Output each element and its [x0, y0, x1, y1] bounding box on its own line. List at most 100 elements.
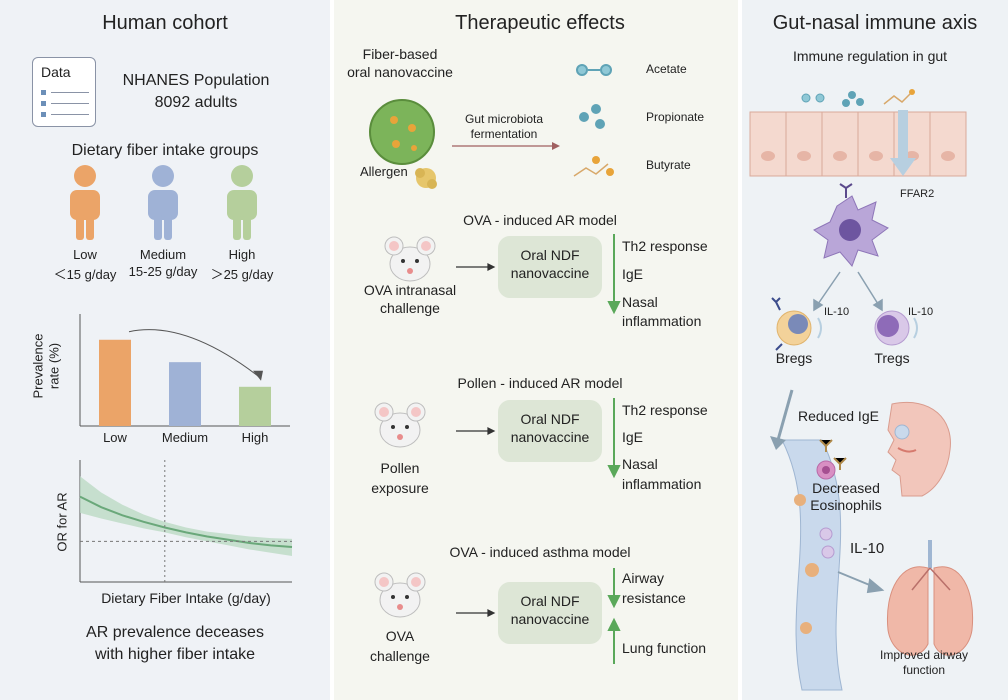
il10-big-label: IL-10	[850, 540, 885, 557]
groups-title: Dietary fiber intake groups	[71, 142, 259, 159]
metabolite-acetate: Acetate	[646, 62, 687, 76]
box-line2: nanovaccine	[510, 610, 590, 627]
nasal-cavity-icon	[887, 402, 951, 497]
model-title: Pollen - induced AR model	[457, 375, 623, 391]
panel-title: Human cohort	[102, 12, 228, 34]
ige-icon	[819, 439, 847, 470]
propionate-molecule-icon	[579, 104, 605, 129]
mouse-label-line2: challenge	[380, 300, 440, 316]
allergen-icon	[415, 168, 437, 189]
box-line2: nanovaccine	[510, 264, 590, 281]
lungs-icon	[886, 540, 974, 656]
eosinophil-icon	[816, 460, 836, 480]
effect-resistance: resistance	[622, 590, 686, 606]
bar-high	[239, 386, 271, 426]
or-curve	[79, 495, 293, 549]
conclusion-line1: AR prevalence deceases	[86, 624, 264, 641]
acetate-molecule-icon	[576, 64, 612, 76]
effect-ige: IgE	[622, 266, 644, 282]
person-icon-medium	[148, 165, 178, 240]
human-cohort-panel: Human cohort Data NHANES Population 8092…	[0, 0, 330, 700]
box-line1: Oral NDF	[520, 593, 580, 609]
panel-subtitle: Immune regulation in gut	[792, 48, 948, 64]
il10-arrow-icon	[837, 571, 885, 594]
nanovaccine-box: Oral NDF nanovaccine	[498, 236, 602, 298]
fermentation-illustration	[369, 64, 614, 189]
vaccine-label-line2: oral nanovaccine	[347, 64, 453, 80]
group-range-medium: 15-25 g/day	[128, 264, 198, 279]
curved-arrow-icon	[770, 389, 794, 450]
nanovaccine-box: Oral NDF nanovaccine	[498, 582, 602, 644]
downward-arrow-icon	[890, 110, 916, 176]
bar-medium	[169, 362, 201, 426]
group-name-high: High	[228, 247, 256, 262]
fermentation-label-line1: Gut microbiota	[464, 112, 544, 126]
increase-arrow-icon	[607, 617, 621, 664]
improved-label-line1: Improved airway	[879, 648, 969, 662]
reduced-ige-label: Reduced IgE	[798, 408, 879, 424]
vaccine-label-line1: Fiber-based	[362, 46, 438, 62]
gut-nasal-axis-panel: Gut-nasal immune axis Immune regulation …	[742, 0, 1008, 700]
group-range-low: ＜15 g/day	[53, 267, 117, 282]
or-confidence-band	[80, 476, 292, 556]
butyrate-molecule-icon	[573, 156, 614, 177]
allergen-label: Allergen	[360, 164, 408, 179]
effect-th2: Th2 response	[622, 402, 708, 418]
panel-title: Therapeutic effects	[455, 12, 625, 34]
treg-cell-icon	[874, 310, 910, 346]
or-xlabel: Dietary Fiber Intake (g/day)	[101, 590, 271, 606]
tregs-label: Tregs	[874, 350, 910, 366]
bregs-label: Bregs	[775, 350, 813, 366]
group-range-high: ＞25 g/day	[210, 267, 274, 282]
group-name-medium: Medium	[139, 247, 187, 262]
mouse-icon	[374, 402, 426, 448]
person-icon-high	[227, 165, 257, 240]
mouse-icon	[374, 572, 426, 618]
bar-tick-label: High	[242, 430, 269, 445]
box-line1: Oral NDF	[520, 411, 580, 427]
bar-low	[99, 339, 131, 426]
gut-epithelium-icon	[749, 111, 967, 177]
data-card-icon: Data	[32, 57, 96, 127]
fermentation-label-line2: fermentation	[470, 127, 538, 141]
effect-lung-function: Lung function	[622, 640, 707, 656]
box-line1: Oral NDF	[520, 247, 580, 263]
effect-nasal: Nasal	[622, 294, 658, 310]
bar-tick-label: Medium	[162, 430, 208, 445]
effect-ige: IgE	[622, 429, 644, 445]
fermentation-arrow-icon	[452, 142, 560, 150]
mouse-icon	[384, 236, 436, 282]
mouse-label-line1: Pollen	[380, 460, 420, 476]
ffar2-label: FFAR2	[900, 188, 935, 200]
model-arrows	[374, 234, 621, 664]
population-count: 8092 adults	[154, 94, 238, 111]
nanovaccine-particle-icon	[369, 99, 435, 165]
decrease-arrow-icon	[607, 234, 621, 609]
metabolite-butyrate: Butyrate	[646, 158, 691, 172]
therapeutic-effects-panel: Therapeutic effects Fiber-based oral nan…	[334, 0, 738, 700]
arrow-icon	[456, 263, 496, 617]
effect-nasal: Nasal	[622, 456, 658, 472]
effect-inflammation: inflammation	[622, 476, 702, 492]
group-name-low: Low	[73, 247, 97, 262]
breg-cell-icon	[771, 297, 812, 351]
population-label: NHANES Population	[122, 72, 270, 89]
person-icons	[70, 165, 257, 240]
nanovaccine-box: Oral NDF nanovaccine	[498, 400, 602, 462]
il10-label-bregs: IL-10	[824, 306, 850, 318]
or-curve-chart	[79, 460, 293, 583]
model-title: OVA - induced AR model	[463, 212, 617, 228]
blood-vessel-icon	[781, 439, 843, 691]
trend-arrow-head	[253, 370, 263, 381]
effect-inflammation: inflammation	[622, 313, 702, 329]
box-line2: nanovaccine	[510, 428, 590, 445]
il10-label-tregs: IL-10	[908, 306, 934, 318]
mouse-label-line1: OVA	[385, 628, 415, 644]
mouse-label-line2: exposure	[371, 480, 429, 496]
effect-th2: Th2 response	[622, 238, 708, 254]
data-card-label: Data	[41, 64, 71, 80]
conclusion-line2: with higher fiber intake	[94, 646, 256, 663]
mouse-label-line1: OVA intranasal	[363, 282, 457, 298]
panel-title: Gut-nasal immune axis	[772, 12, 978, 34]
